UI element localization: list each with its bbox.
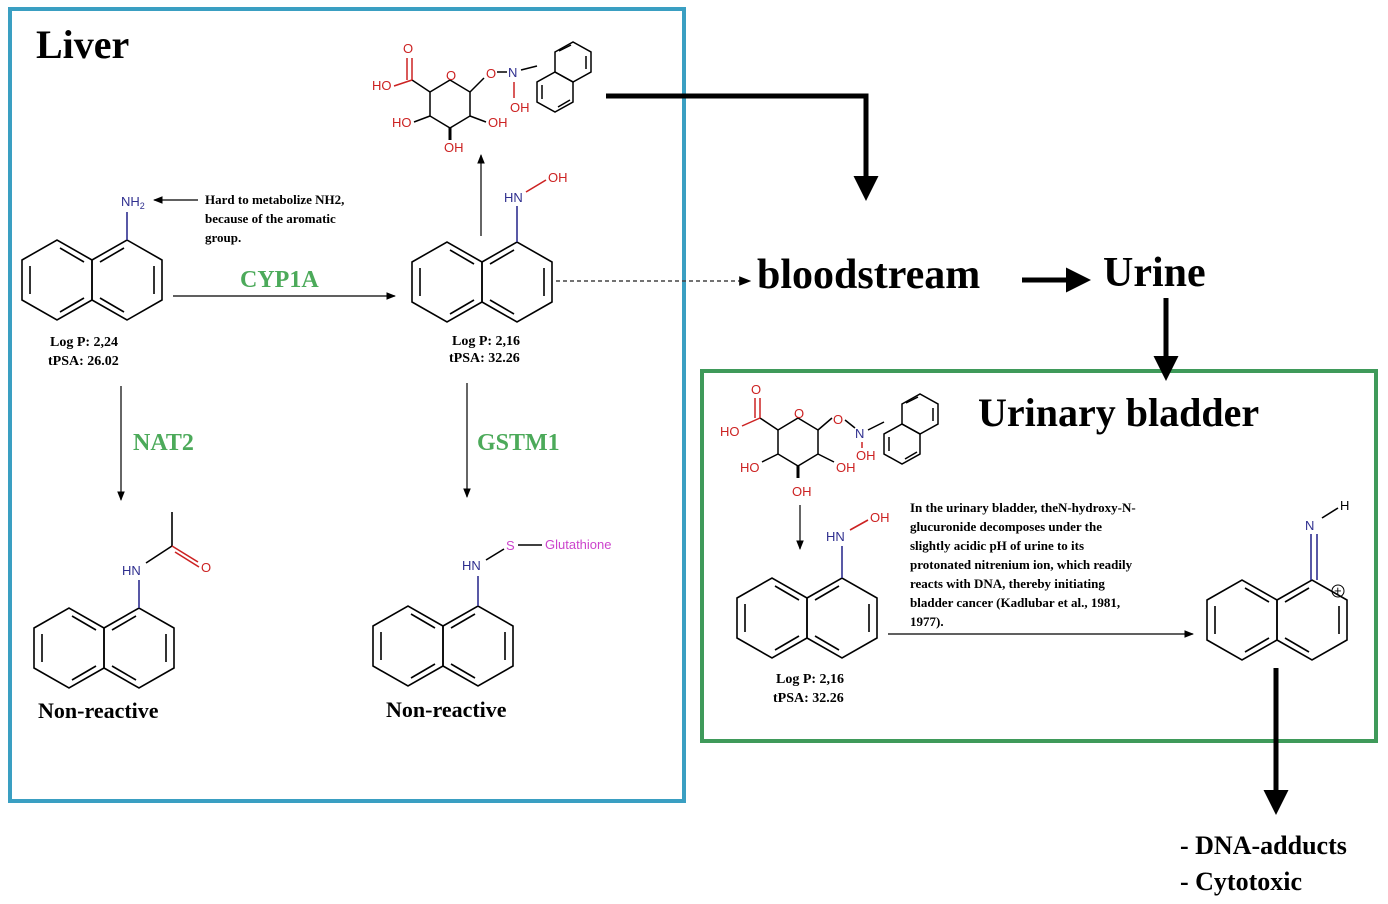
svg-text:HN: HN: [462, 558, 481, 573]
svg-text:O: O: [446, 68, 456, 83]
svg-text:O: O: [833, 412, 843, 427]
bloodstream-label: bloodstream: [757, 252, 980, 298]
acetylated-outcome: Non-reactive: [38, 698, 159, 723]
bladder-mechanism-note: In the urinary bladder, theN-hydroxy-N-g…: [910, 500, 1136, 629]
svg-text:HO: HO: [372, 78, 392, 93]
glucuronide-to-blood-arrow: [606, 93, 879, 201]
svg-text:O: O: [751, 382, 761, 397]
glutathione-structure: HN S Glutathione: [372, 537, 612, 687]
svg-text:N: N: [508, 65, 517, 80]
enzyme-cyp1a: CYP1A: [240, 267, 319, 293]
bladder-title: Urinary bladder: [978, 390, 1259, 435]
bladder-hydroxylamine-structure: HN OH: [736, 510, 890, 659]
liver-region-box: [8, 7, 686, 803]
svg-text:HN: HN: [504, 190, 523, 205]
urine-label: Urine: [1103, 250, 1206, 296]
svg-text:S: S: [506, 538, 515, 553]
bladder-hydroxylamine-logp: Log P: 2,16: [776, 672, 844, 687]
naphthylamine-structure: NH2: [21, 194, 163, 321]
naphthylamine-logp: Log P: 2,24: [50, 335, 118, 350]
svg-text:OH: OH: [856, 448, 876, 463]
svg-text:O: O: [794, 406, 804, 421]
hydroxylamine-structure: HN OH: [411, 170, 568, 323]
svg-text:N: N: [1305, 518, 1314, 533]
svg-text:N: N: [855, 426, 864, 441]
bladder-region-box: [700, 369, 1378, 743]
bladder-hydroxylamine-tpsa: tPSA: 32.26: [773, 691, 844, 706]
glucuronide-structure-liver: O O HO HO OH OH O N OH: [372, 41, 592, 155]
enzyme-gstm1: GSTM1: [477, 430, 560, 456]
svg-text:Glutathione: Glutathione: [545, 537, 612, 552]
svg-text:HO: HO: [720, 424, 740, 439]
liver-title: Liver: [36, 22, 129, 67]
svg-text:OH: OH: [870, 510, 890, 525]
naphthylamine-tpsa: tPSA: 26.02: [48, 354, 119, 369]
hydroxylamine-logp: Log P: 2,16: [452, 334, 520, 349]
svg-text:OH: OH: [548, 170, 568, 185]
svg-text:OH: OH: [836, 460, 856, 475]
glutathione-outcome: Non-reactive: [386, 697, 507, 722]
outcome-dna-adducts: - DNA-adducts: [1180, 831, 1347, 860]
hard-to-metabolize-note: Hard to metabolize NH2,because of the ar…: [205, 192, 344, 245]
acetylated-structure: HN O: [33, 512, 211, 689]
outcome-cytotoxic: - Cytotoxic: [1180, 867, 1302, 896]
svg-text:OH: OH: [510, 100, 530, 115]
amine-group: NH2: [121, 194, 145, 211]
svg-text:H: H: [1340, 498, 1349, 513]
svg-text:HN: HN: [826, 529, 845, 544]
svg-text:O: O: [403, 41, 413, 56]
nitrenium-ion-structure: N H +: [1206, 498, 1349, 661]
svg-text:O: O: [486, 66, 496, 81]
svg-text:+: +: [1334, 583, 1342, 598]
svg-text:HO: HO: [392, 115, 412, 130]
svg-text:O: O: [201, 560, 211, 575]
enzyme-nat2: NAT2: [133, 430, 194, 456]
hydroxylamine-tpsa: tPSA: 32.26: [449, 351, 520, 366]
svg-text:OH: OH: [792, 484, 812, 499]
glucuronide-structure-bladder: O O HO HO OH OH O N OH: [720, 382, 939, 499]
svg-text:HO: HO: [740, 460, 760, 475]
svg-text:OH: OH: [488, 115, 508, 130]
svg-text:OH: OH: [444, 140, 464, 155]
svg-text:HN: HN: [122, 563, 141, 578]
